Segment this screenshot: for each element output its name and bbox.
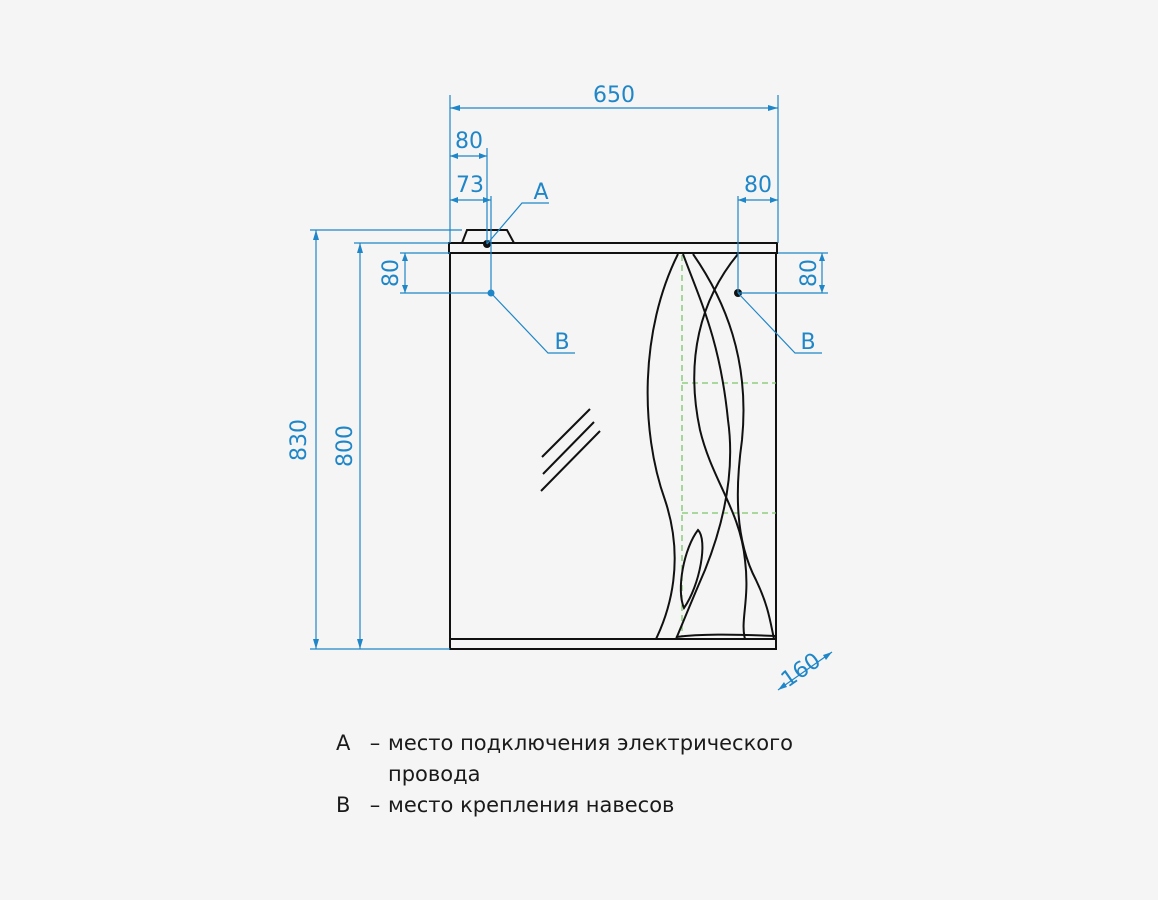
marker-a-label: A [533, 180, 548, 205]
dim-arrows-80-right [738, 197, 778, 203]
dim-arrows-80-right-vert [819, 253, 825, 293]
label-650: 650 [593, 83, 635, 108]
marker-b-left-label: B [554, 330, 569, 355]
legend-text-b: место крепления навесов [388, 793, 675, 817]
label-80-right: 80 [744, 173, 772, 198]
dim-arrows-160 [778, 652, 832, 690]
mirror-glare [540, 408, 601, 492]
dimension-lines [310, 95, 833, 691]
leader-a [486, 202, 549, 245]
wave-line-inner-left [675, 253, 732, 640]
legend: A – место подключения электрического про… [336, 728, 828, 821]
wave-line-right [693, 253, 748, 640]
cabinet-body [449, 252, 777, 650]
hidden-shelves [681, 255, 776, 637]
label-80-a: 80 [455, 129, 483, 154]
legend-row-a: A – место подключения электрического про… [336, 728, 828, 790]
leader-b-right [737, 292, 822, 354]
label-80-left-vert: 80 [379, 259, 404, 287]
label-80-right-vert: 80 [797, 259, 822, 287]
dim-arrows-80-a [450, 153, 487, 159]
label-73: 73 [456, 173, 484, 198]
lamp-housing [460, 229, 516, 244]
legend-text-a-line2: провода [388, 762, 481, 786]
legend-text-a: место подключения электрического провода [388, 728, 828, 790]
glare-line-2 [542, 421, 595, 475]
label-800: 800 [333, 425, 358, 467]
legend-dash-b: – [369, 793, 381, 817]
wave-line-far-right [692, 253, 775, 640]
cabinet-outline [448, 229, 778, 650]
cabinet-top-panel [448, 242, 778, 254]
glare-line-3 [540, 430, 601, 492]
legend-row-b: B – место крепления навесов [336, 790, 828, 821]
dim-line-160 [777, 651, 833, 691]
label-830: 830 [287, 419, 312, 461]
legend-text-a-line1: место подключения электрического [388, 731, 794, 755]
marker-b-right-label: B [800, 330, 815, 355]
door-bottom-curve [675, 633, 777, 638]
glare-line-1 [541, 408, 591, 458]
door-handle [679, 528, 704, 611]
legend-key-b: B [336, 793, 351, 817]
leader-b-left [490, 292, 575, 354]
wave-line-outer-left [646, 253, 679, 640]
legend-dash-a: – [369, 731, 381, 755]
dim-arrows-80-left [402, 253, 408, 293]
legend-key-a: A [336, 731, 351, 755]
wave-decor [646, 253, 777, 640]
